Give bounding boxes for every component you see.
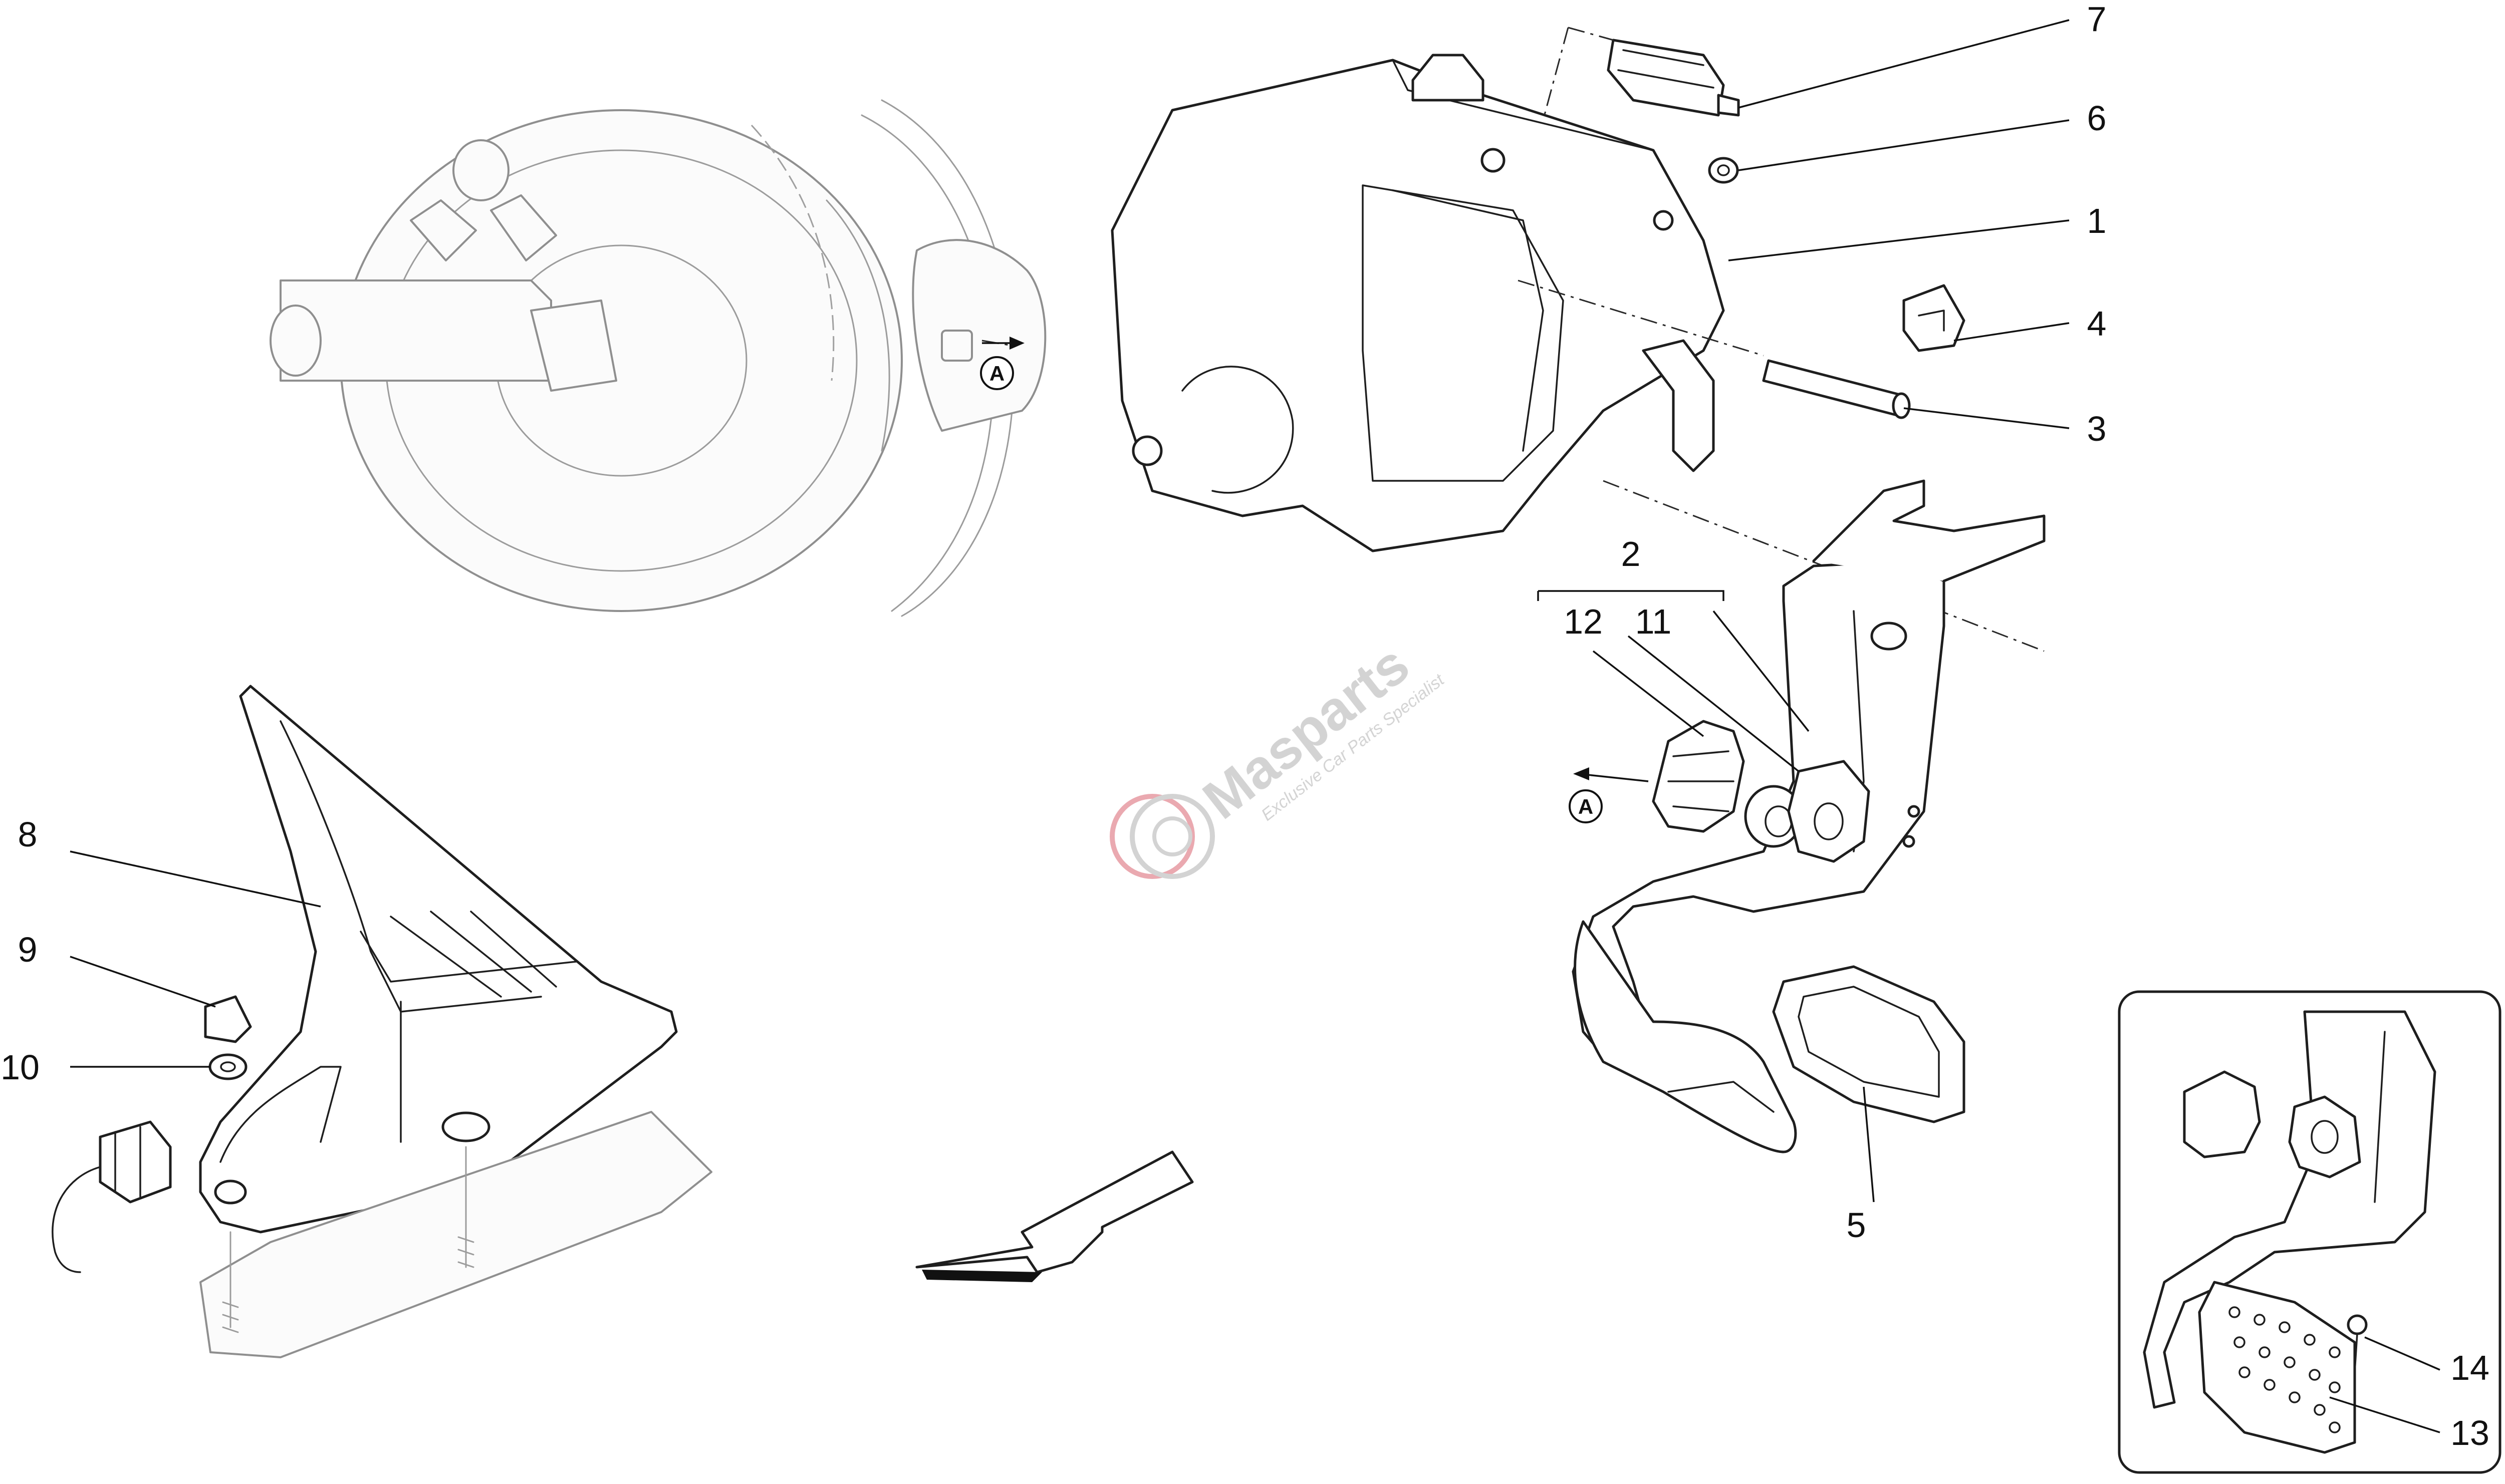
- nut: [1708, 157, 1739, 184]
- accelerator-pedal: [199, 685, 678, 1234]
- brake-light-switch: [1607, 39, 1740, 117]
- callout-13: 13: [2450, 1413, 2489, 1452]
- callout-12: 12: [1564, 602, 1603, 641]
- firewall-gasket: [912, 239, 1047, 432]
- callout-14: 14: [2450, 1348, 2489, 1387]
- retaining-clip: [1902, 284, 1965, 352]
- reference-mark-a-lower: A: [1569, 789, 1603, 823]
- brake-pedal-arm: [1572, 479, 2046, 1153]
- pad-screw: [2347, 1314, 2368, 1373]
- leader-lines: [70, 19, 2440, 1433]
- callout-6: 6: [2087, 99, 2107, 138]
- pedal-pad-rubber: [1772, 965, 1965, 1123]
- callout-1: 1: [2087, 201, 2107, 240]
- floor-template: [199, 1111, 712, 1358]
- pedal-bushing-assembly: [1652, 720, 1745, 833]
- pivot-pin: [1762, 359, 1911, 419]
- callout-11: 11: [1635, 602, 1672, 641]
- bushing-spacer: [1787, 760, 1870, 863]
- callout-2: 2: [1621, 534, 1641, 573]
- pedal-sensor-connector: [52, 1120, 172, 1273]
- sport-pedal-inset: [2118, 990, 2501, 1474]
- washer: [208, 1053, 247, 1080]
- pedal-box-bracket: [1111, 54, 1725, 552]
- masparts-logo-icon: [1110, 794, 1215, 879]
- svg-text:A: A: [1578, 795, 1593, 818]
- callout-10: 10: [1, 1048, 40, 1087]
- watermark: Masparts Exclusive Car Parts Specialist: [1110, 634, 1448, 879]
- direction-arrow-icon: [915, 1150, 1194, 1282]
- sport-pedal-pad: [2198, 1281, 2356, 1454]
- callout-8: 8: [18, 815, 38, 854]
- callout-7: 7: [2087, 0, 2107, 39]
- svg-text:A: A: [989, 362, 1005, 385]
- master-cylinder: [270, 139, 617, 392]
- callout-3: 3: [2087, 409, 2107, 448]
- pedal-stop-bumper: [204, 995, 252, 1043]
- callout-9: 9: [18, 930, 38, 969]
- callout-4: 4: [2087, 304, 2107, 343]
- reference-mark-a-upper: A: [980, 356, 1014, 390]
- callout-5: 5: [1847, 1206, 1866, 1245]
